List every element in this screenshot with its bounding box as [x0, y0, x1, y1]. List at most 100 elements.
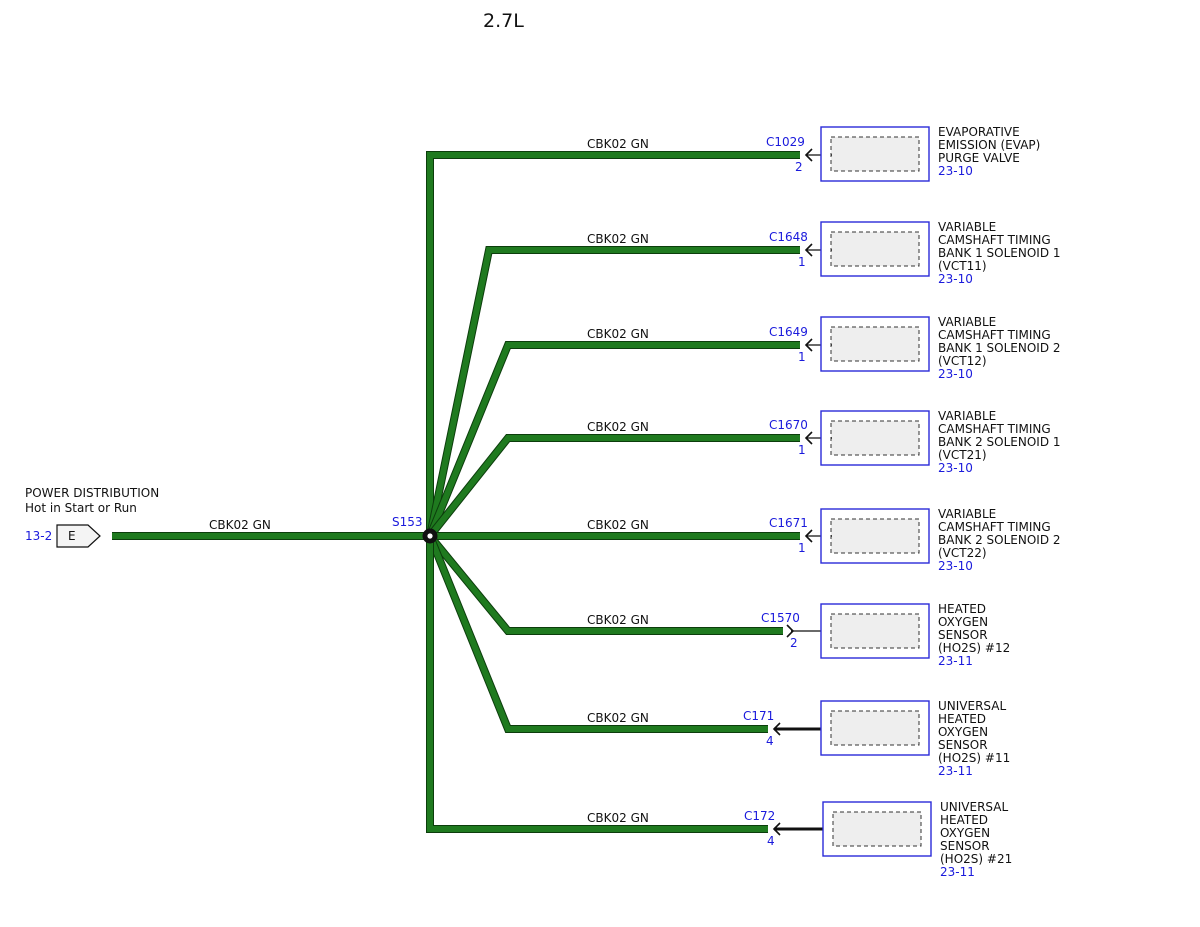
- component-name-line: EVAPORATIVE: [938, 125, 1020, 139]
- connector-label[interactable]: C1648: [769, 230, 808, 244]
- component-name-line: SENSOR: [940, 839, 990, 853]
- component-name-line: BANK 2 SOLENOID 2: [938, 533, 1061, 547]
- component-name-line: SENSOR: [938, 628, 988, 642]
- pin-number: 2: [790, 636, 798, 650]
- component-body: [830, 518, 920, 554]
- component-name-line: OXYGEN: [940, 826, 990, 840]
- connector-label[interactable]: C1029: [766, 135, 805, 149]
- source-name: POWER DISTRIBUTION: [25, 486, 159, 500]
- source-connector-letter: E: [68, 529, 76, 543]
- component-name-line: UNIVERSAL: [940, 800, 1008, 814]
- component-name-line: VARIABLE: [938, 315, 996, 329]
- connector-label[interactable]: C1649: [769, 325, 808, 339]
- source-wire-label: CBK02 GN: [209, 518, 271, 532]
- component-name-line: PURGE VALVE: [938, 151, 1020, 165]
- component-name-line: BANK 1 SOLENOID 2: [938, 341, 1061, 355]
- component-name-line: VARIABLE: [938, 507, 996, 521]
- branch-wire-label: CBK02 GN: [587, 711, 649, 725]
- pin-number: 1: [798, 350, 806, 364]
- component-page-ref[interactable]: 23-11: [938, 764, 973, 778]
- branch-wire-label: CBK02 GN: [587, 137, 649, 151]
- diagram-title: 2.7L: [483, 10, 524, 32]
- component-name-line: BANK 1 SOLENOID 1: [938, 246, 1061, 260]
- splice-label: S153: [392, 515, 423, 529]
- component-name-line: CAMSHAFT TIMING: [938, 422, 1051, 436]
- component-name-line: OXYGEN: [938, 615, 988, 629]
- pin-number: 4: [767, 834, 775, 848]
- component-name-line: (HO2S) #11: [938, 751, 1010, 765]
- branch-wire[interactable]: [427, 247, 800, 537]
- component-name-line: CAMSHAFT TIMING: [938, 328, 1051, 342]
- component-body: [830, 613, 920, 649]
- connector-label[interactable]: C171: [743, 709, 774, 723]
- component-name-line: EMISSION (EVAP): [938, 138, 1040, 152]
- source-page-ref[interactable]: 13-2: [25, 529, 52, 543]
- component-body: [830, 420, 920, 456]
- branch-wire[interactable]: [427, 152, 800, 536]
- component-name-line: (HO2S) #12: [938, 641, 1010, 655]
- component-name-line: UNIVERSAL: [938, 699, 1006, 713]
- branch-wire[interactable]: [427, 534, 768, 732]
- component-name-line: (VCT21): [938, 448, 987, 462]
- pin-number: 4: [766, 734, 774, 748]
- component-page-ref[interactable]: 23-11: [938, 654, 973, 668]
- connector-label[interactable]: C1570: [761, 611, 800, 625]
- branch-wire[interactable]: [427, 342, 800, 538]
- component-page-ref[interactable]: 23-10: [938, 367, 973, 381]
- component-name-line: SENSOR: [938, 738, 988, 752]
- component-name-line: CAMSHAFT TIMING: [938, 520, 1051, 534]
- branch-wire[interactable]: [427, 536, 768, 832]
- connector-label[interactable]: C1671: [769, 516, 808, 530]
- branch-wire-label: CBK02 GN: [587, 327, 649, 341]
- pin-number: 2: [795, 160, 803, 174]
- branch-wire-outline: [426, 536, 768, 833]
- connector-label[interactable]: C172: [744, 809, 775, 823]
- component-body: [830, 326, 920, 362]
- component-page-ref[interactable]: 23-10: [938, 164, 973, 178]
- component-page-ref[interactable]: 23-11: [940, 865, 975, 879]
- component-name-line: (HO2S) #21: [940, 852, 1012, 866]
- component-name-line: BANK 2 SOLENOID 1: [938, 435, 1061, 449]
- component-name-line: HEATED: [938, 712, 986, 726]
- component-body: [830, 710, 920, 746]
- connector-label[interactable]: C1670: [769, 418, 808, 432]
- component-body: [832, 811, 922, 847]
- component-name-line: HEATED: [938, 602, 986, 616]
- component-body: [830, 231, 920, 267]
- component-name-line: VARIABLE: [938, 220, 996, 234]
- splice: S153: [392, 515, 438, 544]
- branch-wire-label: CBK02 GN: [587, 232, 649, 246]
- branch-wire-label: CBK02 GN: [587, 613, 649, 627]
- branch-wire-label: CBK02 GN: [587, 420, 649, 434]
- branch-wire-label: CBK02 GN: [587, 811, 649, 825]
- pin-number: 1: [798, 541, 806, 555]
- power-source: POWER DISTRIBUTION Hot in Start or Run 1…: [25, 486, 430, 548]
- component-name-line: VARIABLE: [938, 409, 996, 423]
- component-name-line: OXYGEN: [938, 725, 988, 739]
- component-page-ref[interactable]: 23-10: [938, 559, 973, 573]
- component-body: [830, 136, 920, 172]
- component-name-line: HEATED: [940, 813, 988, 827]
- component-page-ref[interactable]: 23-10: [938, 461, 973, 475]
- component-name-line: CAMSHAFT TIMING: [938, 233, 1051, 247]
- pin-number: 1: [798, 255, 806, 269]
- component-page-ref[interactable]: 23-10: [938, 272, 973, 286]
- component-name-line: (VCT11): [938, 259, 987, 273]
- branch-wire[interactable]: [427, 435, 800, 538]
- branch-wire-label: CBK02 GN: [587, 518, 649, 532]
- component-name-line: (VCT12): [938, 354, 987, 368]
- branch-wire[interactable]: [427, 534, 783, 634]
- component-name-line: (VCT22): [938, 546, 987, 560]
- pin-number: 1: [798, 443, 806, 457]
- splice-dot-center: [427, 533, 433, 539]
